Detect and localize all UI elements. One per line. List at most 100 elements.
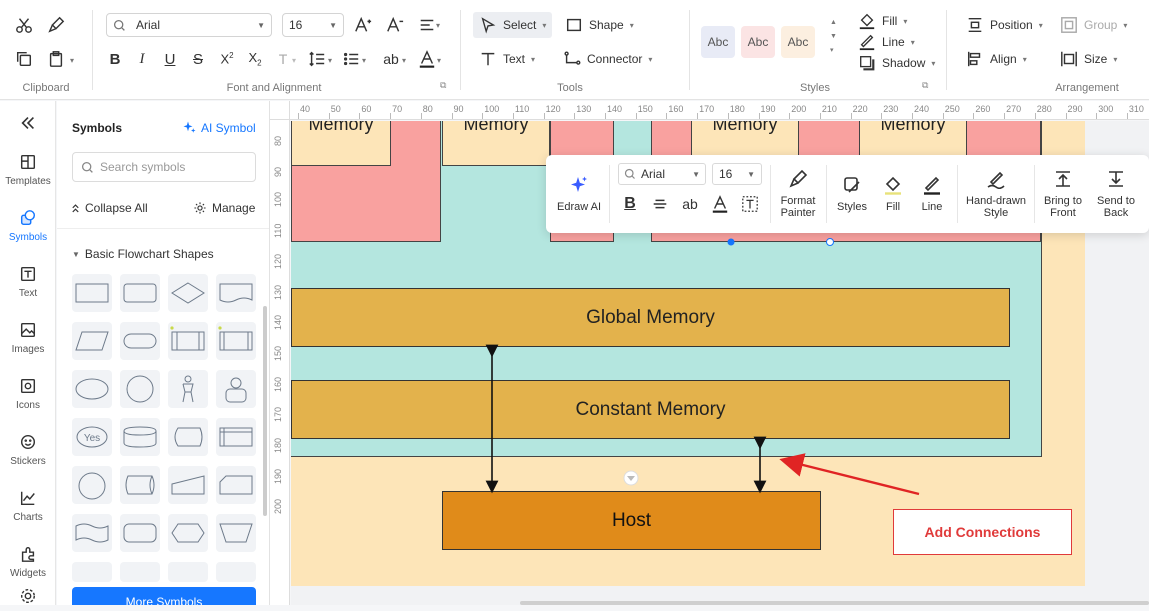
text-case-icon[interactable]: T (278, 51, 288, 67)
shadow-button[interactable]: Shadow▾ (858, 52, 935, 74)
shape-terminator[interactable] (120, 322, 160, 360)
float-text-effects-icon[interactable]: ab (682, 196, 698, 212)
shape-loop-limit[interactable] (120, 514, 160, 552)
shape-yes-ellipse[interactable]: Yes (72, 418, 112, 456)
memory-shape[interactable]: Memory (291, 121, 391, 166)
font-size-select[interactable]: 16 ▼ (282, 13, 344, 37)
shape-internal-storage[interactable] (216, 418, 256, 456)
group-button[interactable]: Group▾ (1060, 12, 1127, 38)
shape-user[interactable] (216, 370, 256, 408)
shape-partial[interactable] (216, 562, 256, 582)
add-connections-callout[interactable]: Add Connections (893, 509, 1072, 555)
float-font-color-icon[interactable] (709, 193, 731, 215)
connector-tool-button[interactable]: Connector▾ (563, 46, 652, 72)
rail-item-stickers[interactable]: Stickers (0, 425, 56, 475)
shape-decision[interactable] (168, 274, 208, 312)
shape-display[interactable] (168, 418, 208, 456)
bring-to-front-button[interactable]: Bring to Front (1038, 155, 1088, 233)
list-caret-icon[interactable]: ▾ (362, 56, 367, 65)
shape-person[interactable] (168, 370, 208, 408)
rail-item-more[interactable] (0, 581, 56, 611)
collapse-all-button[interactable]: Collapse All (70, 201, 148, 215)
send-to-back-button[interactable]: Send to Back (1090, 155, 1142, 233)
shape-manual-input[interactable] (168, 466, 208, 504)
fill-button[interactable]: Fill▾ (858, 10, 907, 32)
selection-handle[interactable] (727, 238, 735, 246)
align-caret-icon[interactable]: ▾ (436, 21, 441, 30)
selection-handle[interactable] (826, 238, 834, 246)
rail-item-templates[interactable]: Templates (0, 145, 56, 195)
shape-partial[interactable] (168, 562, 208, 582)
shape-stored-data[interactable] (120, 418, 160, 456)
select-tool-button[interactable]: Select▾ (473, 12, 553, 38)
constant-memory-shape[interactable]: Constant Memory (291, 380, 1010, 439)
shape-subprocess[interactable] (216, 322, 256, 360)
shape-process[interactable] (72, 274, 112, 312)
italic-icon[interactable]: I (139, 50, 145, 67)
underline-icon[interactable]: U (164, 50, 176, 68)
rail-item-icons[interactable]: Icons (0, 369, 56, 419)
increase-font-icon[interactable] (352, 14, 374, 36)
shape-partial[interactable] (120, 562, 160, 582)
align-button[interactable]: Align▾ (966, 46, 1027, 72)
shape-partial[interactable] (72, 562, 112, 582)
text-tool-button[interactable]: Text▾ (479, 46, 535, 72)
subscript-icon[interactable]: X2 (248, 50, 262, 68)
effects-caret-icon[interactable]: ▾ (402, 56, 407, 65)
panel-scrollbar[interactable] (263, 306, 267, 516)
case-caret-icon[interactable]: ▾ (292, 56, 297, 65)
global-memory-shape[interactable]: Global Memory (291, 288, 1010, 347)
search-symbols-input[interactable]: Search symbols (72, 152, 256, 182)
shape-connector-circle[interactable] (72, 466, 112, 504)
shape-circle[interactable] (120, 370, 160, 408)
font-dialog-launcher-icon[interactable]: ⧉ (440, 80, 447, 90)
float-line-button[interactable]: Line (909, 155, 955, 233)
shape-manual-operation[interactable] (216, 514, 256, 552)
spacing-caret-icon[interactable]: ▾ (328, 56, 333, 65)
canvas-horizontal-scrollbar[interactable] (520, 601, 1149, 605)
shape-data[interactable] (72, 322, 112, 360)
hand-drawn-style-button[interactable]: Hand-drawn Style (960, 155, 1032, 233)
size-button[interactable]: Size▾ (1060, 46, 1117, 72)
cut-icon[interactable] (13, 14, 35, 36)
shape-rounded-rectangle[interactable] (120, 274, 160, 312)
float-text-box-icon[interactable] (739, 193, 761, 215)
shape-ellipse[interactable] (72, 370, 112, 408)
edraw-ai-button[interactable]: Edraw AI (550, 155, 608, 233)
list-icon[interactable] (340, 48, 362, 70)
more-symbols-button[interactable]: More Symbols (72, 587, 256, 605)
shape-document[interactable] (216, 274, 256, 312)
shape-predefined-process[interactable] (168, 322, 208, 360)
style-swatch[interactable]: Abc (701, 26, 735, 58)
styles-dialog-launcher-icon[interactable]: ⧉ (922, 80, 929, 90)
rail-item-symbols[interactable]: Symbols (0, 201, 56, 251)
style-swatch[interactable]: Abc (781, 26, 815, 58)
font-color-caret-icon[interactable]: ▾ (437, 56, 442, 65)
decrease-font-icon[interactable] (384, 14, 406, 36)
paste-caret-icon[interactable]: ▾ (70, 56, 75, 65)
paste-icon[interactable] (45, 48, 67, 70)
shape-direct-data[interactable] (120, 466, 160, 504)
manage-button[interactable]: Manage (193, 201, 255, 215)
rail-item-images[interactable]: Images (0, 313, 56, 363)
rail-item-charts[interactable]: Charts (0, 481, 56, 531)
float-styles-button[interactable]: Styles (829, 155, 875, 233)
text-align-icon[interactable] (416, 14, 438, 36)
position-button[interactable]: Position▾ (966, 12, 1043, 38)
float-fill-button[interactable]: Fill (870, 155, 916, 233)
host-shape[interactable]: Host (442, 491, 821, 550)
format-painter-icon[interactable] (45, 14, 67, 36)
superscript-icon[interactable]: X2 (220, 51, 234, 67)
rail-item-text[interactable]: Text (0, 257, 56, 307)
float-strikethrough-icon[interactable] (649, 193, 671, 215)
float-font-select[interactable]: Arial ▼ (618, 163, 706, 185)
float-bold-icon[interactable]: B (624, 195, 636, 212)
copy-icon[interactable] (13, 48, 35, 70)
style-swatch[interactable]: Abc (741, 26, 775, 58)
font-color-icon[interactable] (416, 48, 438, 70)
bold-icon[interactable]: B (109, 50, 121, 68)
shape-card[interactable] (216, 466, 256, 504)
memory-shape[interactable]: Memory (442, 121, 550, 166)
text-effects-icon[interactable]: ab (383, 51, 399, 67)
